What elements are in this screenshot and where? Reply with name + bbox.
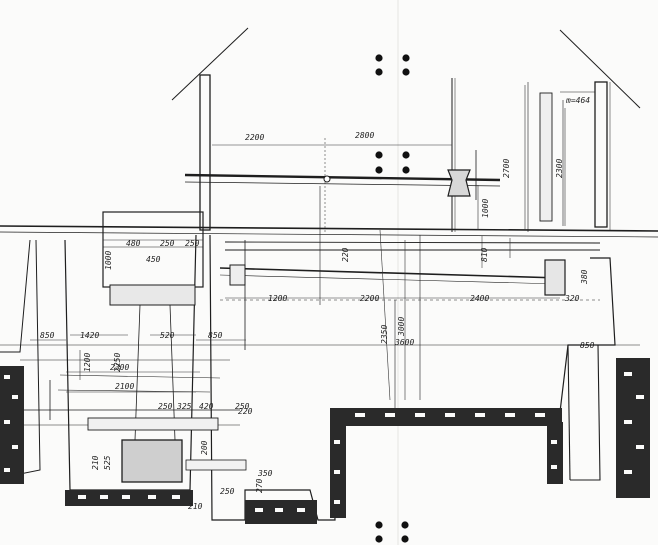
pulley-assembly	[323, 150, 477, 200]
dim-shaft-mid: 2200	[360, 294, 379, 303]
dim-left-span-a: 2300	[110, 363, 129, 372]
left-machine-frame	[49, 211, 247, 483]
dim-upper-height: 2700	[502, 159, 511, 178]
dim-right-top-note: m=464	[565, 96, 590, 105]
dim-base-a: 200	[200, 440, 209, 455]
dim-base-f: 270	[255, 478, 264, 493]
dim-left-height-a: 1200	[83, 353, 92, 372]
dim-right-height: 2300	[555, 159, 564, 178]
fastener-dots	[375, 54, 410, 543]
dim-left-bottom-a: 525	[103, 455, 112, 470]
foundation-hatching	[0, 358, 650, 524]
foundation-hatching-texture	[4, 372, 644, 512]
dim-wall-a: 1420	[80, 331, 99, 340]
dim-base-c: 210	[188, 502, 203, 511]
dimension-lines	[30, 85, 566, 401]
dim-frame-top-c: 250	[185, 239, 200, 248]
dim-vertical-3000: 3000	[397, 317, 406, 337]
dim-vertical-3600: 3600	[394, 338, 414, 347]
dim-frame-top-a: 480	[126, 239, 141, 248]
dim-wall-b: 520	[160, 331, 175, 340]
dim-upper-left-span: 2200	[245, 133, 264, 142]
dim-left-span-b: 2100	[115, 382, 134, 391]
dim-shaft-right: 2400	[470, 294, 489, 303]
dim-wall-c: 850	[208, 331, 223, 340]
dim-vertical-220: 220	[341, 247, 350, 262]
upper-structure	[0, 74, 658, 305]
dim-left-pit-width: 850	[40, 331, 55, 340]
mid-shaft	[219, 235, 600, 400]
dim-low-b: 325	[176, 402, 192, 411]
dim-right-pit-width: 850	[580, 341, 595, 350]
dim-mid-height: 1000	[481, 199, 490, 218]
dim-right-block-a: 380	[580, 269, 589, 285]
dim-shaft-left: 1200	[268, 294, 287, 303]
dim-low-d: 250	[235, 402, 250, 411]
roof-lines	[171, 27, 641, 109]
dim-upper-right-span: 2800	[355, 131, 374, 140]
dim-base-e: 220	[238, 407, 253, 416]
dimension-labels: 2200 2800 2700 2300 m=464 1000 810 1200 …	[40, 96, 595, 511]
dim-low-c: 420	[199, 402, 214, 411]
dim-bearing-gap: 810	[480, 247, 489, 262]
dim-frame-side: 1000	[104, 251, 113, 270]
dim-base-b: 250	[220, 487, 235, 496]
dim-left-bottom-b: 210	[91, 455, 100, 470]
dim-frame-inner: 450	[146, 255, 161, 264]
dim-left-height-b: 2250	[113, 353, 122, 372]
dim-base-d: 350	[257, 469, 273, 478]
dim-frame-top-b: 250	[160, 239, 175, 248]
dim-low-a: 250	[158, 402, 173, 411]
dim-vertical-2350: 2350	[380, 325, 389, 344]
dim-right-block-b: 320	[564, 294, 580, 303]
